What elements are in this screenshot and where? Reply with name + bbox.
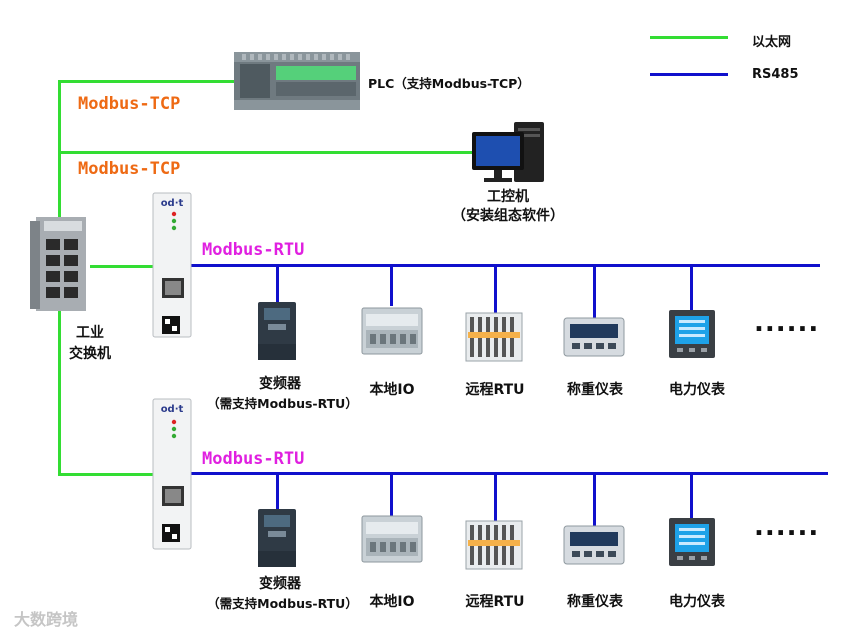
legend-rs485-line [650,73,728,76]
ethernet-link-gateway2 [58,473,155,476]
remote-rtu-2-label: 远程RTU [465,594,525,610]
watermark: 大数跨境 [14,610,79,629]
local-io-2-image [361,515,423,563]
local-io-2-label: 本地IO [369,594,415,610]
rs485-drop-meter-1 [690,266,693,312]
power-meter-2-label: 电力仪表 [669,594,725,610]
vfd-2-image [258,509,296,567]
protocol-label-tcp-plc: Modbus-TCP [78,94,181,114]
vfd-1-label-line1: 变频器 [259,376,301,392]
rs485-drop-scale-2 [593,474,596,526]
gateway-2-image: od·t [152,398,192,550]
gateway-2-brand: od·t [161,404,184,415]
power-meter-1-label: 电力仪表 [669,382,725,398]
remote-rtu-2-image [465,520,523,570]
weighing-indicator-2-label: 称重仪表 [567,594,623,610]
legend-rs485-label: RS485 [752,67,799,82]
plc-label: PLC（支持Modbus-TCP） [368,76,530,91]
ipc-label-line2: （安装组态软件） [452,208,564,224]
switch-label-line1: 工业 [76,325,104,341]
industrial-pc-image [472,122,544,182]
vfd-2-label-line1: 变频器 [259,576,301,592]
remote-rtu-1-image [465,312,523,362]
gateway-1-brand: od·t [161,198,184,209]
protocol-label-rtu-bus2: Modbus-RTU [202,449,305,469]
weighing-indicator-2-image [563,525,625,565]
local-io-1-image [361,307,423,355]
ethernet-link-gateway1 [90,265,155,268]
more-devices-2: ...... [754,512,820,542]
ethernet-link-plc [58,80,236,83]
rs485-drop-rtu-2 [494,474,497,522]
remote-rtu-1-label: 远程RTU [465,382,525,398]
ethernet-link-ipc [58,151,473,154]
plc-image [234,52,360,110]
rs485-drop-rtu-1 [494,266,497,314]
rs485-drop-meter-2 [690,474,693,520]
rs485-drop-io-1 [390,266,393,306]
rs485-drop-vfd-2 [276,474,279,512]
rs485-drop-vfd-1 [276,266,279,306]
legend-ethernet-label: 以太网 [752,35,792,50]
industrial-switch-image [30,217,86,311]
local-io-1-label: 本地IO [369,382,415,398]
rs485-drop-scale-1 [593,266,596,318]
more-devices-1: ...... [754,308,820,338]
protocol-label-tcp-ipc: Modbus-TCP [78,159,181,179]
rs485-bus-2 [190,472,828,475]
vfd-1-image [258,302,296,360]
power-meter-1-image [669,310,715,358]
gateway-1-image: od·t [152,192,192,338]
rs485-bus-1 [190,264,820,267]
power-meter-2-image [669,518,715,566]
rs485-drop-io-2 [390,474,393,516]
weighing-indicator-1-label: 称重仪表 [567,382,623,398]
ipc-label-line1: 工控机 [487,189,529,205]
vfd-1-label-line2: （需支持Modbus-RTU） [207,396,358,411]
weighing-indicator-1-image [563,317,625,357]
vfd-2-label-line2: （需支持Modbus-RTU） [207,596,358,611]
legend-ethernet-line [650,36,728,39]
protocol-label-rtu-bus1: Modbus-RTU [202,240,305,260]
switch-label-line2: 交换机 [69,346,111,362]
